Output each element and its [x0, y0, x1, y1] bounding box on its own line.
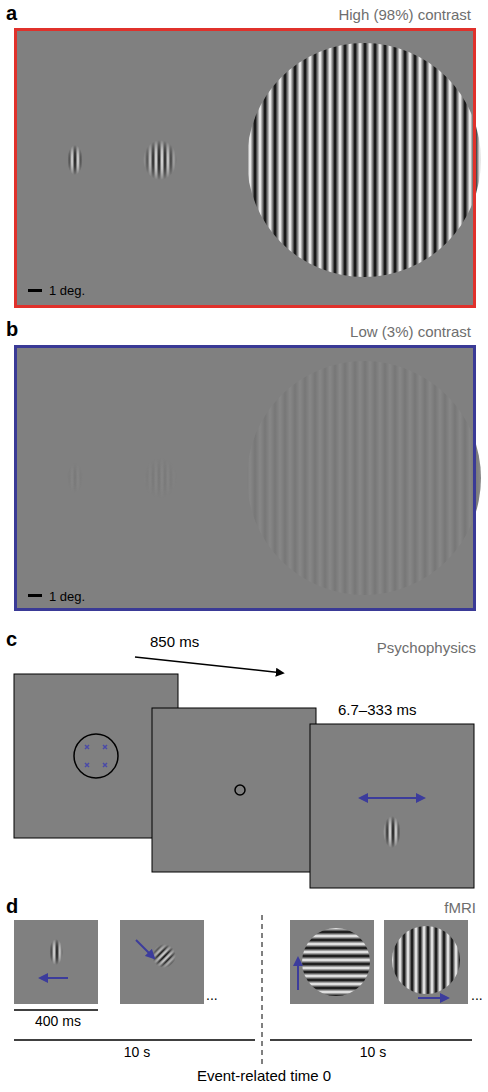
axis-label: Event-related time 0 [195, 1068, 333, 1085]
duration-label: 6.7–333 ms [338, 702, 416, 719]
scale-label: 400 ms [33, 1014, 83, 1029]
stimulus-panel: Low (3%) contrast1 deg. [14, 345, 476, 611]
ellipsis: ... [206, 988, 218, 1003]
panel-title: fMRI [444, 900, 476, 917]
panel-title: Low (3%) contrast [350, 324, 471, 341]
scale-label: 10 s [122, 1045, 152, 1060]
scale-label: 1 deg. [49, 590, 85, 604]
duration-label: 850 ms [150, 634, 199, 651]
panel-letter: c [6, 628, 17, 650]
ellipsis: ... [471, 988, 483, 1003]
panel-title: High (98%) contrast [338, 7, 471, 24]
panel-title: Psychophysics [377, 640, 476, 657]
stimulus-panel: High (98%) contrast1 deg. [14, 28, 476, 308]
panel-letter: b [6, 318, 18, 340]
scale-label: 10 s [358, 1045, 388, 1060]
panel-letter: d [6, 895, 18, 917]
scale-label: 1 deg. [49, 284, 85, 298]
panel-letter: a [6, 2, 17, 24]
